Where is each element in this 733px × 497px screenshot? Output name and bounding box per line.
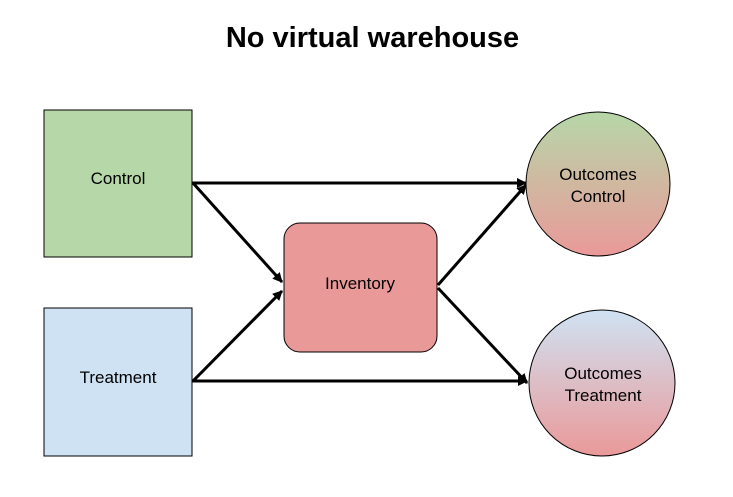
node-outcomes-treatment-circle [528, 309, 676, 457]
node-outcomes-treatment-label-line2: Treatment [565, 386, 642, 405]
node-outcomes-treatment-label-line1: Outcomes [564, 364, 641, 383]
node-outcomes-control-label-line1: Outcomes [559, 165, 636, 184]
node-outcomes-control[interactable]: Outcomes Control [525, 111, 671, 257]
edge-inventory-to-outcomes-control [436, 184, 528, 286]
node-treatment[interactable]: Treatment [43, 307, 193, 457]
node-inventory-box [283, 222, 438, 353]
node-outcomes-control-circle [525, 111, 671, 257]
edges [191, 178, 529, 386]
node-control-box [43, 109, 193, 258]
node-treatment-label: Treatment [80, 368, 157, 387]
edge-control-to-inventory [191, 181, 284, 284]
node-treatment-box [43, 307, 193, 457]
diagram-title: No virtual warehouse [225, 22, 520, 54]
node-outcomes-control-label-line2: Control [571, 187, 626, 206]
node-inventory[interactable]: Inventory [283, 222, 438, 353]
node-inventory-label: Inventory [325, 274, 395, 293]
edge-treatment-to-inventory [191, 289, 284, 383]
node-outcomes-treatment[interactable]: Outcomes Treatment [528, 309, 676, 457]
node-control-label: Control [91, 169, 146, 188]
node-control[interactable]: Control [43, 109, 193, 258]
edge-inventory-to-outcomes-treatment [436, 286, 529, 385]
